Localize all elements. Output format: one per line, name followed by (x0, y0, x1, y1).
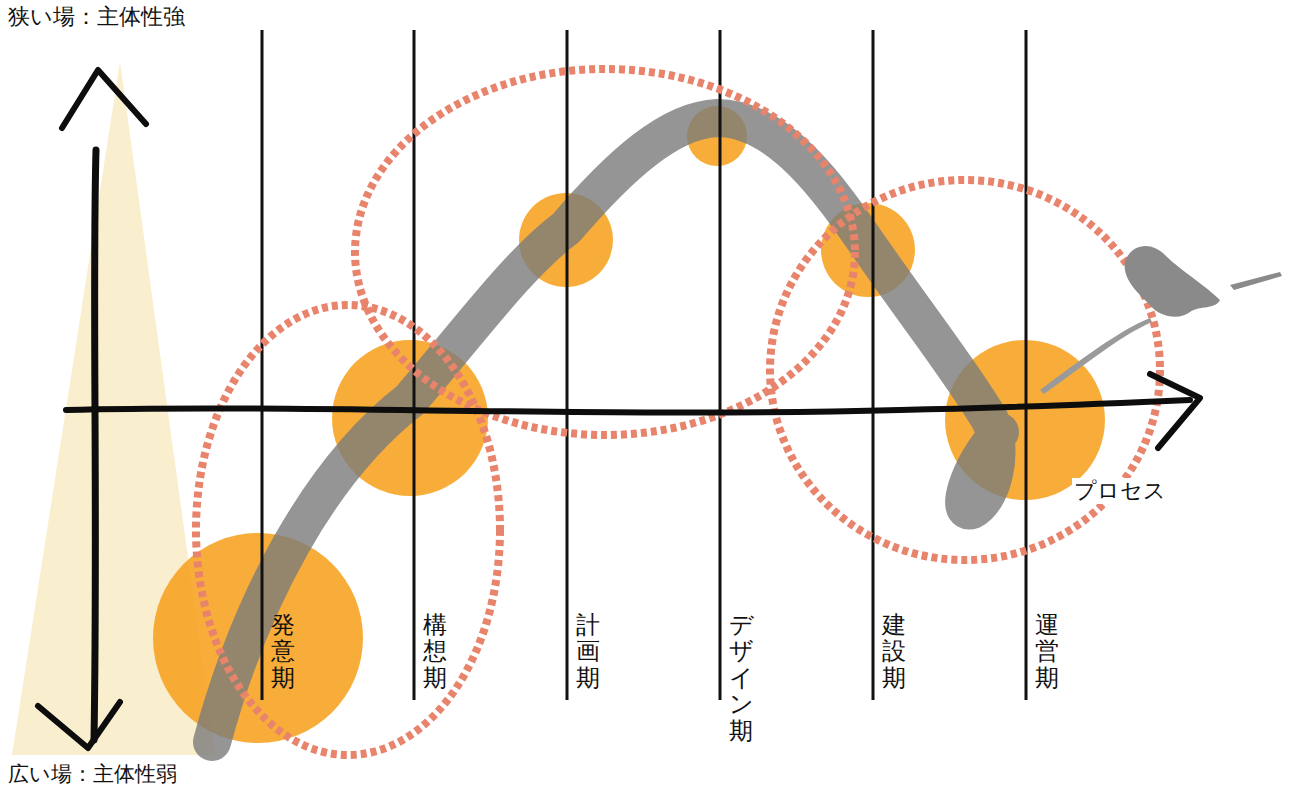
phase-label: 構想期 (423, 612, 447, 691)
bird-streak (1230, 272, 1282, 290)
axis-label: 広い場：主体性弱 (8, 762, 177, 787)
phase-line (719, 30, 722, 700)
phase-label: 計画期 (576, 612, 600, 691)
phase-line (872, 30, 875, 700)
axis-arrowhead (1150, 374, 1200, 448)
phase-label: デザイン期 (729, 612, 753, 744)
phase-lines (262, 30, 1026, 700)
phase-line (261, 30, 264, 700)
bird-figure (1040, 246, 1282, 394)
horizontal-axis (66, 400, 1190, 413)
vertical-axis (94, 150, 96, 740)
group-ellipse (196, 305, 500, 755)
axis-label: プロセス (1072, 478, 1168, 504)
phase-circles (153, 106, 1105, 743)
axis-arrowhead (38, 702, 120, 748)
bird-body (1125, 246, 1220, 317)
bird-streak (1040, 318, 1152, 394)
axes (38, 70, 1200, 748)
phase-line (566, 30, 569, 700)
phase-label: 建設期 (882, 612, 906, 691)
axis-arrowhead (62, 70, 146, 128)
phase-label: 運営期 (1035, 612, 1059, 691)
phase-line (1025, 30, 1028, 700)
axis-label: 狭い場：主体性強 (8, 4, 185, 30)
process-curve (212, 118, 1000, 742)
group-ellipse (355, 69, 855, 435)
phase-label: 発意期 (271, 612, 295, 691)
